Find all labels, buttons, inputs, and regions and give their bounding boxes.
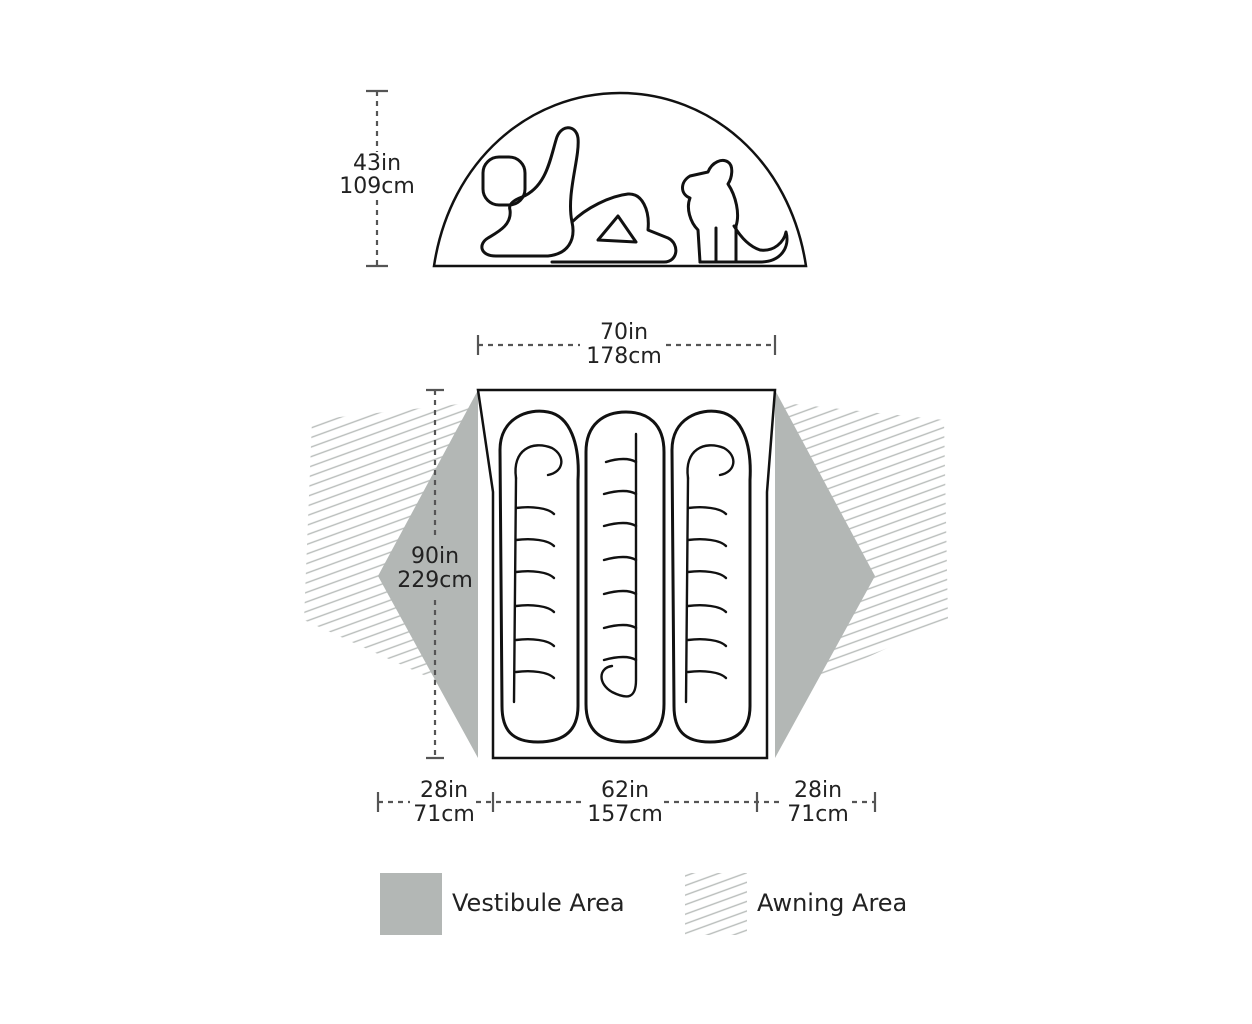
- right-vestibule-area: [775, 390, 875, 758]
- length-dimension: 90in 229cm: [397, 388, 473, 760]
- legend: Vestibule Area Awning Area: [380, 873, 907, 935]
- right-vestibule-in: 28in: [794, 778, 842, 803]
- peak-height-dimension: 43in 109cm: [339, 89, 415, 268]
- left-vestibule-in: 28in: [420, 778, 468, 803]
- length-cm: 229cm: [397, 568, 473, 593]
- length-in: 90in: [411, 544, 459, 569]
- vestibule-legend-label: Vestibule Area: [452, 889, 625, 917]
- left-vestibule-cm: 71cm: [413, 802, 475, 827]
- dog-icon: [681, 158, 789, 264]
- side-view: 43in 109cm: [339, 89, 808, 268]
- bottom-dimensions: 28in 71cm 62in 157cm 28in 71cm: [376, 778, 877, 827]
- tent-floor-outline: [476, 388, 777, 760]
- peak-height-in: 43in: [353, 151, 401, 176]
- right-vestibule-cm: 71cm: [787, 802, 849, 827]
- top-width-in: 70in: [600, 320, 648, 345]
- tent-dome-outline: [432, 91, 808, 268]
- sleeping-bag-right: [670, 409, 752, 744]
- floor-plan: 70in 178cm 90in 229cm 28in 71cm 62in 157: [304, 320, 948, 827]
- person-icon: [480, 126, 678, 264]
- awning-swatch: [685, 873, 747, 935]
- floor-width-cm: 157cm: [587, 802, 663, 827]
- left-vestibule-area: [378, 390, 478, 758]
- top-width-cm: 178cm: [586, 344, 662, 369]
- vestibule-swatch: [380, 873, 442, 935]
- top-width-dimension: 70in 178cm: [476, 320, 777, 369]
- sleeping-bag-left: [498, 409, 580, 744]
- awning-legend-label: Awning Area: [757, 889, 907, 917]
- floor-width-in: 62in: [601, 778, 649, 803]
- peak-height-cm: 109cm: [339, 174, 415, 199]
- sleeping-bag-center: [584, 410, 666, 744]
